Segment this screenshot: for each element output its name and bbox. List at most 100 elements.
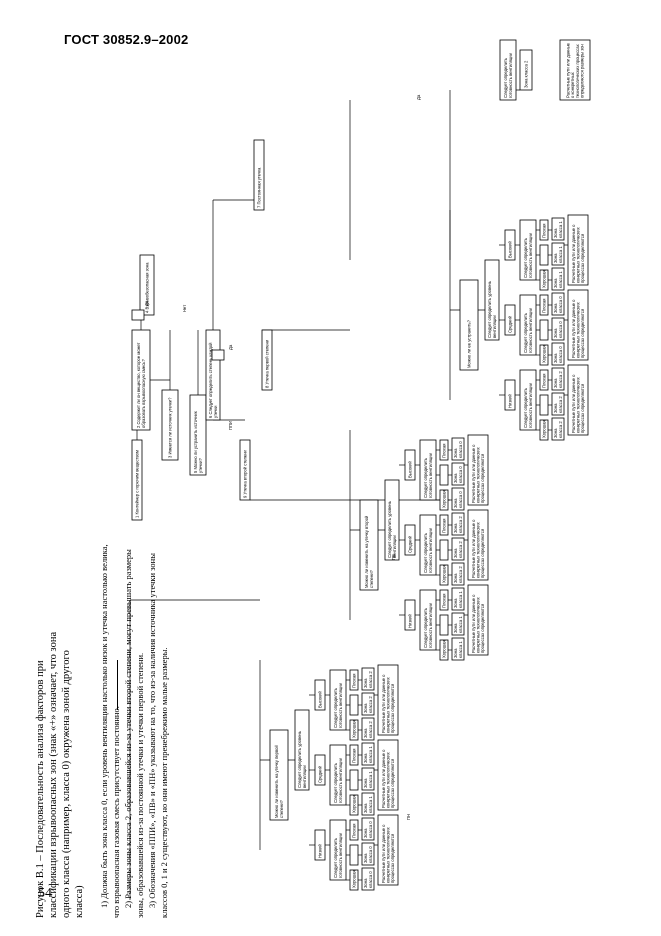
box-avail-first-degree-2-0: Хорошая (439, 489, 449, 511)
box-contains-substance: 2 Содержит ли он вещество, которое может… (131, 329, 151, 431)
box-avail-second-degree-2-2-label: Плохая (542, 224, 547, 238)
box-avail-continuous-0-2-label: Плохая (352, 824, 357, 838)
box-zone-continuous-1-0: Зонакласса 1 (361, 792, 375, 816)
box-availability-first-degree-2: Следует определитьготовность вентиляции (419, 439, 437, 501)
box-avail-second-degree-0-0-label: Хорошая (542, 420, 547, 438)
box-zone-second-degree-0-1-label: Зонакласса 2 (553, 396, 563, 413)
box-zone-first-degree-2-2: Зонакласса 0 (451, 437, 465, 461)
box-calc-second-degree-0-label: Расчетные пути или данные оконкретных те… (571, 374, 585, 433)
box-calc-first-degree-2: Расчетные пути или данные оконкретных те… (467, 434, 489, 506)
standard-header: ГОСТ 30852.9–2002 (64, 32, 189, 47)
box-zone-first-degree-0-2: Зонакласса 1 (451, 587, 465, 611)
box-change-first-degree: Можно ли изменить на утечку второйстепен… (359, 499, 379, 591)
box-zone-second-degree-1-0-label: Зонакласса 0 (553, 346, 563, 363)
box-calc-first-degree-2-label: Расчетные пути или данные оконкретных те… (471, 444, 485, 503)
box-availability-continuous-0: Следует определитьготовность вентиляции (329, 819, 347, 881)
box-change-continuous: Можно ли изменить на утечку первойстепен… (269, 729, 289, 821)
box-leak-source: 3 Имеется ли источник утечки? (161, 389, 179, 461)
box-avail-first-degree-1-1 (439, 539, 449, 561)
box-avail-first-degree-1-2: Плохая (439, 514, 449, 536)
box-zone-continuous-1-0-label: Зонакласса 1 (363, 796, 373, 813)
box-calc-second-degree-1: Расчетные пути или данные оконкретных те… (567, 289, 589, 361)
box-vent-continuous-0-label: Низкий (318, 844, 323, 858)
flowchart-boxes: 1 Контейнер с горючим веществом 2 Содержи… (131, 39, 591, 891)
box-zone-second-degree-2-0-label: Зонакласса 1 (553, 271, 563, 288)
box-safe-zone: 4 Взрывобезопасная зона (139, 254, 155, 316)
box-avail-second-degree-0-1 (539, 394, 549, 416)
box-vent-second-degree-0-label: Низкий (508, 394, 513, 408)
box-zone-first-degree-1-2: Зонакласса 2 (451, 512, 465, 536)
box-availability-first-degree-1-label: Следует определитьготовность вентиляции (423, 527, 433, 573)
box-zone-first-degree-2-0-label: Зонакласса 0 (453, 491, 463, 508)
box-availability-continuous-2: Следует определитьготовность вентиляции (329, 669, 347, 731)
box-vent-continuous-1-label: Средний (318, 765, 323, 783)
box-container: 1 Контейнер с горючим веществом (131, 439, 143, 521)
box-avail-second-degree-1-2-label: Плохая (542, 299, 547, 313)
box-calc-top-label: Расчетные пути или данныео конкретныхтех… (566, 42, 585, 98)
box-zone-first-degree-1-0: Зонакласса 2 (451, 562, 465, 586)
label-ppi: ППИ (228, 421, 233, 430)
box-avail-first-degree-0-2: Плохая (439, 589, 449, 611)
box-avail-second-degree-1-0: Хорошая (539, 344, 549, 366)
box-continuous: 7 Постоянная утечка (253, 139, 265, 211)
box-availability-first-degree-2-label: Следует определитьготовность вентиляции (423, 452, 433, 498)
box-remove-leak: 5 Можно ли устранить источникутечки? (189, 394, 207, 476)
box-avail-continuous-0-1 (349, 844, 359, 866)
box-availability-top-label: Следует определитьготовность вентиляции (503, 52, 513, 98)
box-vent-continuous-2-label: Высокий (318, 691, 323, 708)
box-zone-second-degree-0-1: Зонакласса 2 (551, 392, 565, 416)
box-avail-continuous-0-2: Плохая (349, 819, 359, 841)
box-vent-level-continuous: Следует определить уровеньвентиляции (294, 709, 310, 791)
box-avail-second-degree-1-0-label: Хорошая (542, 345, 547, 363)
box-vent-second-degree-2-label: Высокий (508, 241, 513, 258)
box-availability-second-degree-2: Следует определитьготовность вентиляции (519, 219, 537, 281)
box-avail-first-degree-2-2: Плохая (439, 439, 449, 461)
box-availability-second-degree-0: Следует определитьготовность вентиляции (519, 369, 537, 431)
box-availability-top: Следует определитьготовность вентиляции (499, 39, 517, 101)
box-zone-first-degree-2-2-label: Зонакласса 0 (453, 441, 463, 458)
box-zone-second-degree-0-2: Зонакласса 2 (551, 367, 565, 391)
box-vent-continuous-2: Высокий (314, 679, 326, 711)
box-avail-second-degree-0-2-label: Плохая (542, 374, 547, 388)
box-availability-first-degree-0: Следует определитьготовность вентиляции (419, 589, 437, 651)
box-vent-first-degree-2: Высокий (404, 449, 416, 481)
box-zone-first-degree-2-1: Зонакласса 0 (451, 462, 465, 486)
box-zone-second-degree-1-1-label: Зонакласса 0 (553, 321, 563, 338)
box-zone-continuous-0-2: Зонакласса 0 (361, 817, 375, 841)
box-avail-continuous-0-0: Хорошая (349, 869, 359, 891)
box-zone-second-degree-2-1: Зонакласса 1 (551, 242, 565, 266)
box-avail-first-degree-1-0: Хорошая (439, 564, 449, 586)
box-vent-first-degree-0-label: Низкий (408, 614, 413, 628)
box-vent-level-second-degree: Следует определить уровеньвентиляции (484, 259, 500, 341)
box-avail-continuous-2-2: Плохая (349, 669, 359, 691)
box-zone-first-degree-0-1: Зонакласса 1 (451, 612, 465, 636)
box-vent-second-degree-2: Высокий (504, 229, 516, 261)
box-availability-second-degree-1: Следует определитьготовность вентиляции (519, 294, 537, 356)
box-availability-first-degree-0-label: Следует определитьготовность вентиляции (423, 602, 433, 648)
box-calc-first-degree-0: Расчетные пути или данные оконкретных те… (467, 584, 489, 656)
box-zone-second-degree-0-0: Зонакласса 2 (551, 417, 565, 441)
box-zone-second-degree-0-0-label: Зонакласса 2 (553, 421, 563, 438)
box-calc-second-degree-2: Расчетные пути или данные оконкретных те… (567, 214, 589, 286)
box-avail-continuous-2-0: Хорошая (349, 719, 359, 741)
box-calc-top: Расчетные пути или данныео конкретныхтех… (559, 39, 591, 101)
box-vent-first-degree-1: Средний (404, 524, 416, 556)
box-avail-continuous-2-2-label: Плохая (352, 674, 357, 688)
box-no-1 (211, 349, 225, 361)
label-pv: ПВ (391, 554, 396, 560)
box-calc-first-degree-1-label: Расчетные пути или данные оконкретных те… (471, 519, 485, 578)
box-zone-continuous-2-2-label: Зонакласса 2 (363, 671, 373, 688)
box-yes-1 (131, 309, 145, 321)
box-zone-continuous-1-2-label: Зонакласса 1 (363, 746, 373, 763)
box-zone-continuous-2-1-label: Зонакласса 2 (363, 696, 373, 713)
box-zone-continuous-0-0: Зонакласса 0 (361, 867, 375, 891)
box-availability-second-degree-2-label: Следует определитьготовность вентиляции (523, 232, 533, 278)
box-vent-continuous-0: Низкий (314, 829, 326, 861)
box-zone-second-degree-2-2-label: Зонакласса 1 (553, 221, 563, 238)
box-avail-continuous-2-1 (349, 694, 359, 716)
box-zone-second-degree-2-0: Зонакласса 1 (551, 267, 565, 291)
box-second-degree-label: 9 Утечка второй степени (243, 449, 248, 498)
box-calc-second-degree-2-label: Расчетные пути или данные оконкретных те… (571, 224, 585, 283)
box-avail-continuous-1-1 (349, 769, 359, 791)
box-contains-substance-label: 2 Содержит ли он вещество, которое может… (136, 342, 146, 428)
